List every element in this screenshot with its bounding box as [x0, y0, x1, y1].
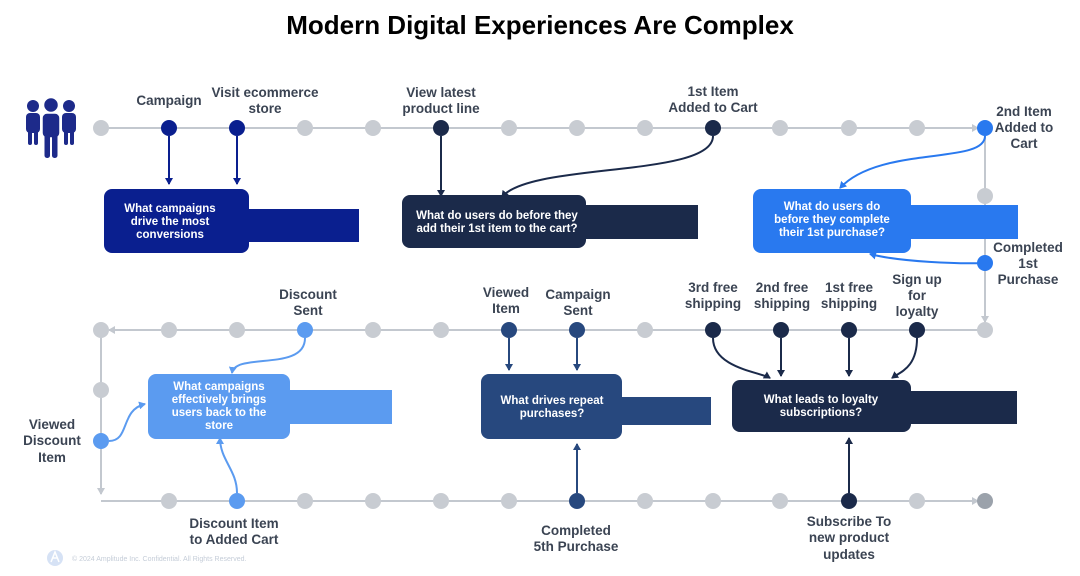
dot-discount-sent: [297, 322, 313, 338]
dot-second-free: [773, 322, 789, 338]
users-icon: [26, 96, 76, 158]
dot-third-free: [705, 322, 721, 338]
timeline-tracks: [97, 124, 989, 505]
dot-first-free: [841, 322, 857, 338]
dot-viewed-item: [501, 322, 517, 338]
connectors: [108, 135, 986, 494]
label-campaign: Campaign: [136, 93, 201, 108]
dot-subscribe: [841, 493, 857, 509]
dot-completed-1st: [977, 255, 993, 271]
dot-first-item: [705, 120, 721, 136]
event-dots: [93, 120, 993, 509]
dot-view-latest: [433, 120, 449, 136]
dot-viewed-discount: [93, 433, 109, 449]
copyright-footer: © 2024 Amplitude Inc. Confidential. All …: [72, 555, 246, 563]
dot-campaign: [161, 120, 177, 136]
amplitude-logo-icon: [47, 549, 63, 566]
dot-completed-5th: [569, 493, 585, 509]
dot-second-item: [977, 120, 993, 136]
dot-campaign-sent: [569, 322, 585, 338]
dot-visit-store: [229, 120, 245, 136]
dot-discount-to-cart: [229, 493, 245, 509]
page-title: Modern Digital Experiences Are Complex: [286, 10, 794, 40]
dot-signup-loyalty: [909, 322, 925, 338]
